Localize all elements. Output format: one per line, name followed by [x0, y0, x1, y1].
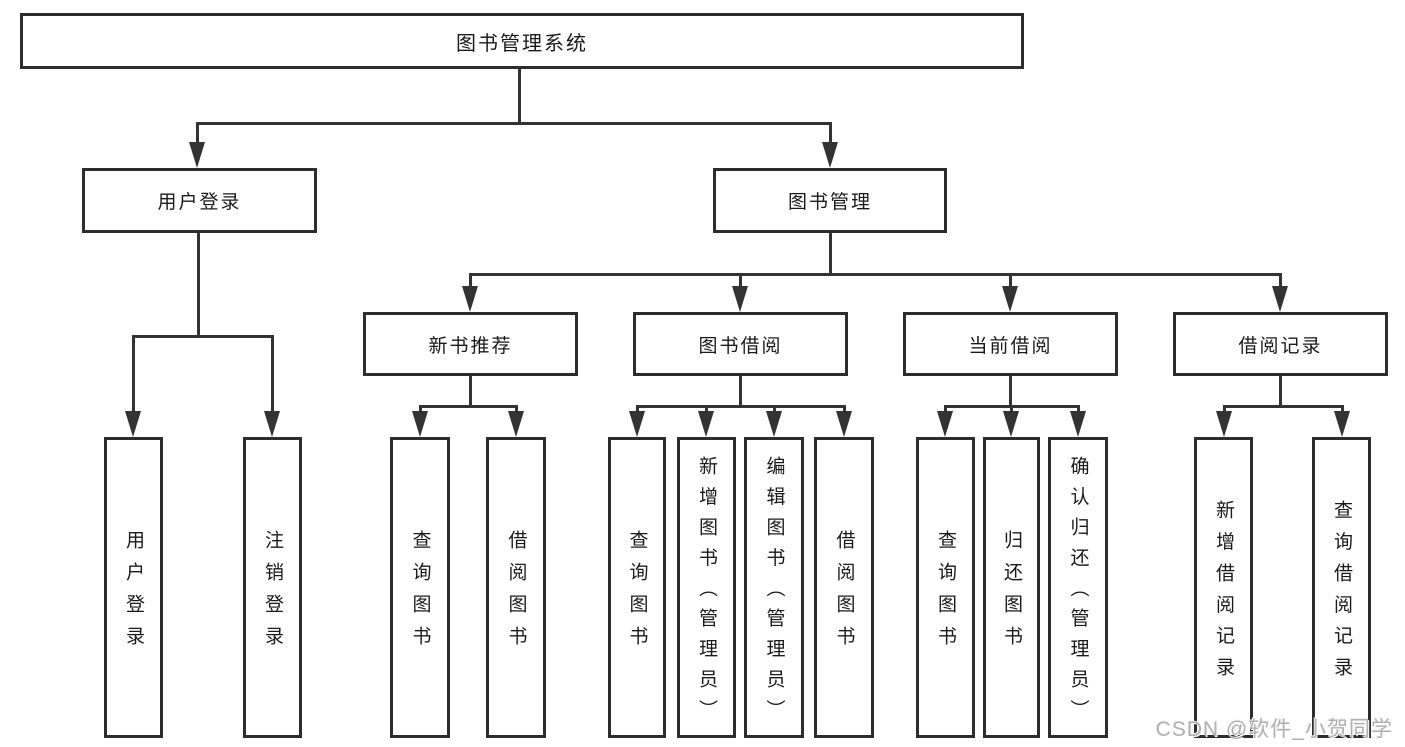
connector-arrowhead [508, 411, 524, 437]
connector-arrowhead [732, 286, 748, 312]
leaf-label: 新增借阅记录 [1213, 499, 1234, 688]
leaf-borrow-books-borrowing: 借阅图书 [814, 437, 874, 738]
connector-line [469, 273, 472, 288]
connector-line [739, 273, 742, 288]
leaf-label: 注销登录 [262, 530, 283, 658]
connector-arrowhead [264, 411, 280, 437]
connector-line [705, 405, 708, 413]
connector-arrowhead [1216, 411, 1232, 437]
connector-line [636, 405, 845, 408]
leaf-logout: 注销登录 [243, 437, 302, 738]
connector-arrowhead [1334, 411, 1350, 437]
connector-line [132, 335, 135, 413]
node-book-borrowing: 图书借阅 [633, 312, 848, 376]
leaf-label: 编辑图书（管理员） [763, 456, 785, 730]
csdn-watermark: CSDN @软件_小贺同学 [1155, 718, 1393, 741]
leaf-label: 查询借阅记录 [1331, 499, 1352, 688]
leaf-label: 借阅图书 [833, 530, 855, 658]
connector-line [515, 405, 518, 413]
connector-arrowhead [1272, 286, 1288, 312]
connector-line [1009, 273, 1012, 288]
leaf-label: 确认归还（管理员） [1067, 456, 1089, 730]
connector-line [843, 405, 846, 413]
connector-arrowhead [125, 411, 141, 437]
connector-line [1223, 405, 1226, 413]
leaf-label: 查询图书 [626, 530, 648, 658]
connector-line [518, 69, 521, 122]
connector-line [469, 376, 472, 405]
connector-arrowhead [937, 411, 953, 437]
leaf-label: 归还图书 [1001, 530, 1022, 658]
connector-line [271, 335, 274, 413]
connector-arrowhead [1003, 411, 1019, 437]
leaf-query-books-recommend: 查询图书 [390, 437, 450, 738]
connector-line [1279, 273, 1282, 288]
connector-line [1009, 376, 1012, 405]
connector-arrowhead [189, 142, 205, 168]
connector-line [829, 122, 832, 146]
leaf-confirm-return-admin: 确认归还（管理员） [1048, 437, 1108, 738]
connector-arrowhead [462, 286, 478, 312]
connector-arrowhead [412, 411, 428, 437]
connector-arrowhead [1002, 286, 1018, 312]
leaf-return-books: 归还图书 [983, 437, 1040, 738]
connector-line [419, 405, 517, 408]
node-borrow-records: 借阅记录 [1173, 312, 1388, 376]
connector-line [636, 405, 639, 413]
connector-line [196, 122, 831, 125]
connector-arrowhead [822, 142, 838, 168]
connector-line [469, 273, 1281, 276]
node-library-system: 图书管理系统 [20, 13, 1024, 69]
leaf-label: 新增图书（管理员） [696, 456, 717, 730]
connector-arrowhead [629, 411, 645, 437]
connector-line [773, 405, 776, 413]
connector-line [419, 405, 422, 413]
connector-arrowhead [698, 411, 714, 437]
connector-arrowhead [766, 411, 782, 437]
leaf-add-books-admin: 新增图书（管理员） [677, 437, 736, 738]
connector-line [197, 233, 200, 335]
connector-arrowhead [1070, 411, 1086, 437]
node-user-login: 用户登录 [82, 168, 317, 233]
connector-line [944, 405, 947, 413]
connector-line [1341, 405, 1344, 413]
leaf-label: 查询图书 [935, 530, 956, 658]
leaf-borrow-books-recommend: 借阅图书 [486, 437, 546, 738]
connector-line [739, 376, 742, 405]
leaf-user-login: 用户登录 [104, 437, 163, 738]
connector-line [1223, 405, 1344, 408]
node-current-borrowing: 当前借阅 [903, 312, 1118, 376]
connector-line [829, 233, 832, 273]
connector-line [1077, 405, 1080, 413]
leaf-query-books-borrowing: 查询图书 [608, 437, 666, 738]
leaf-label: 借阅图书 [505, 530, 527, 658]
connector-line [132, 335, 274, 338]
connector-line [1010, 405, 1013, 413]
leaf-label: 查询图书 [409, 530, 431, 658]
node-new-book-recommend: 新书推荐 [363, 312, 578, 376]
connector-arrowhead [836, 411, 852, 437]
leaf-query-borrow-record: 查询借阅记录 [1312, 437, 1371, 738]
leaf-label: 用户登录 [123, 530, 144, 658]
connector-line [1279, 376, 1282, 405]
leaf-query-books-current: 查询图书 [916, 437, 975, 738]
leaf-add-borrow-record: 新增借阅记录 [1194, 437, 1253, 738]
node-book-management: 图书管理 [713, 168, 947, 233]
connector-line [196, 122, 199, 146]
leaf-edit-books-admin: 编辑图书（管理员） [744, 437, 804, 738]
